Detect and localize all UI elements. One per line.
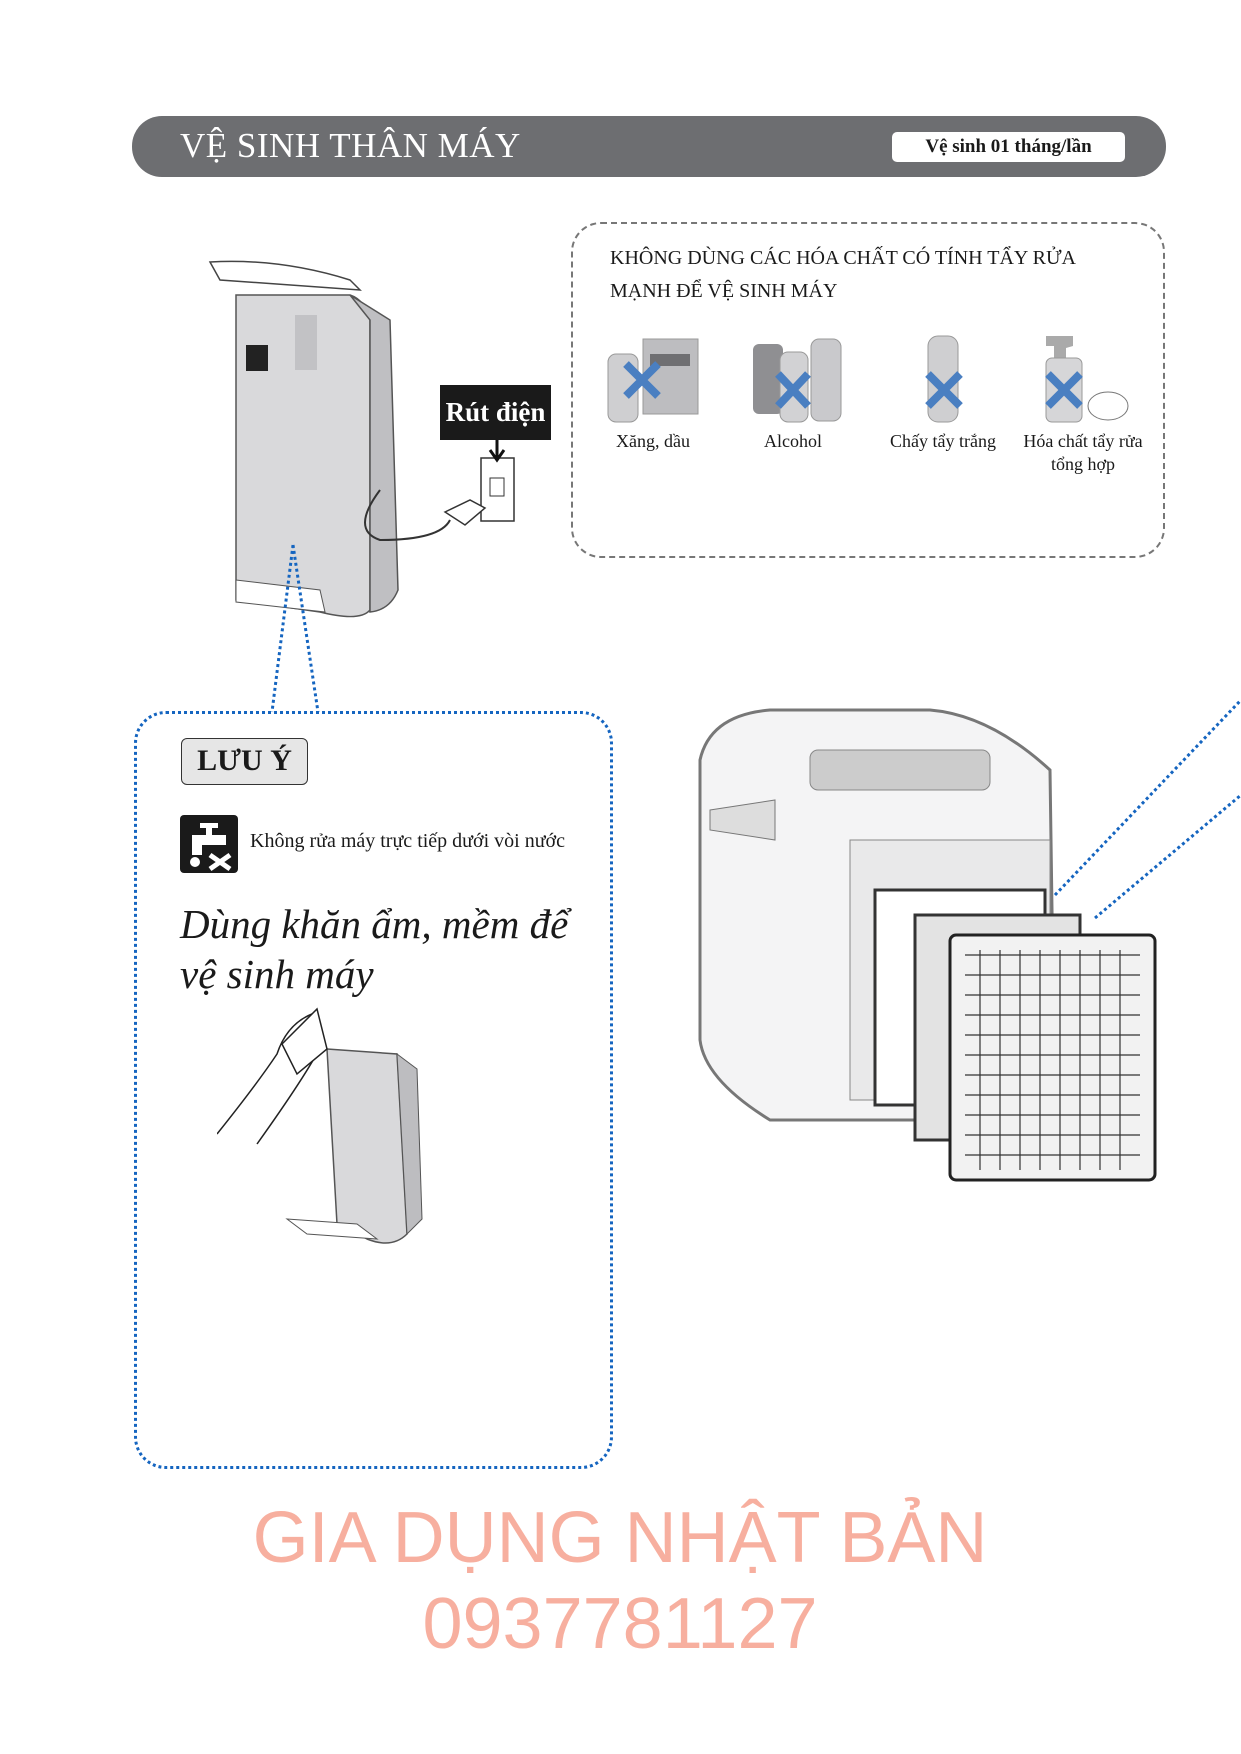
cloth-icon	[281, 1007, 328, 1076]
alcohol-bottles-crossed-icon	[753, 338, 842, 423]
frequency-badge: Vệ sinh 01 tháng/lần	[892, 132, 1125, 162]
spray-detergent-crossed-icon	[1045, 336, 1129, 423]
air-purifier-filters-illustration	[698, 700, 1241, 1182]
unplug-label: Rút điện	[440, 385, 551, 440]
chemical-label: Chấy tẩy trắng	[890, 431, 996, 451]
chemical-label: Xăng, dầu	[616, 431, 690, 451]
bleach-bottle-crossed-icon	[925, 335, 963, 423]
chemical-item-gasoline: Xăng, dầu	[583, 334, 723, 453]
brand-logo-icon	[246, 345, 268, 371]
cleaning-instruction: Dùng khăn ẩm, mềm để vệ sinh máy	[180, 901, 569, 997]
callout-connector	[270, 544, 320, 713]
chemicals-warning-box: KHÔNG DÙNG CÁC HÓA CHẤT CÓ TÍNH TẨY RỬA …	[571, 222, 1165, 558]
chemical-item-detergent: Hóa chất tẩy rửa tổng hợp	[1013, 334, 1153, 476]
plug-icon	[443, 499, 487, 526]
chemical-label: Alcohol	[764, 431, 822, 451]
front-panel-grille	[948, 933, 1157, 1182]
section-title: VỆ SINH THÂN MÁY	[180, 126, 521, 165]
note-box: LƯU Ý Không rửa máy trực tiếp dưới vòi n…	[134, 711, 613, 1469]
section-header: VỆ SINH THÂN MÁY Vệ sinh 01 tháng/lần	[132, 116, 1166, 177]
chemical-label: Hóa chất tẩy rửa tổng hợp	[1023, 431, 1143, 474]
wiping-hand-illustration	[217, 1007, 423, 1244]
benzine-thinner-cans-crossed-icon	[607, 338, 699, 423]
watermark-line1: GIA DỤNG NHẬT BẢN	[252, 1498, 988, 1578]
air-purifier-unplug-illustration	[208, 260, 515, 618]
note-badge: LƯU Ý	[181, 738, 308, 785]
warning-text: Không rửa máy trực tiếp dưới vòi nước	[250, 830, 565, 852]
chemical-item-alcohol: Alcohol	[723, 334, 863, 453]
watermark-line2: 0937781127	[422, 1584, 818, 1664]
chemical-item-bleach: Chấy tẩy trắng	[873, 334, 1013, 453]
chemicals-warning-title: KHÔNG DÙNG CÁC HÓA CHẤT CÓ TÍNH TẨY RỬA …	[610, 247, 1075, 302]
no-water-faucet-icon	[180, 815, 238, 873]
watermark: GIA DỤNG NHẬT BẢN 0937781127	[160, 1495, 1080, 1667]
